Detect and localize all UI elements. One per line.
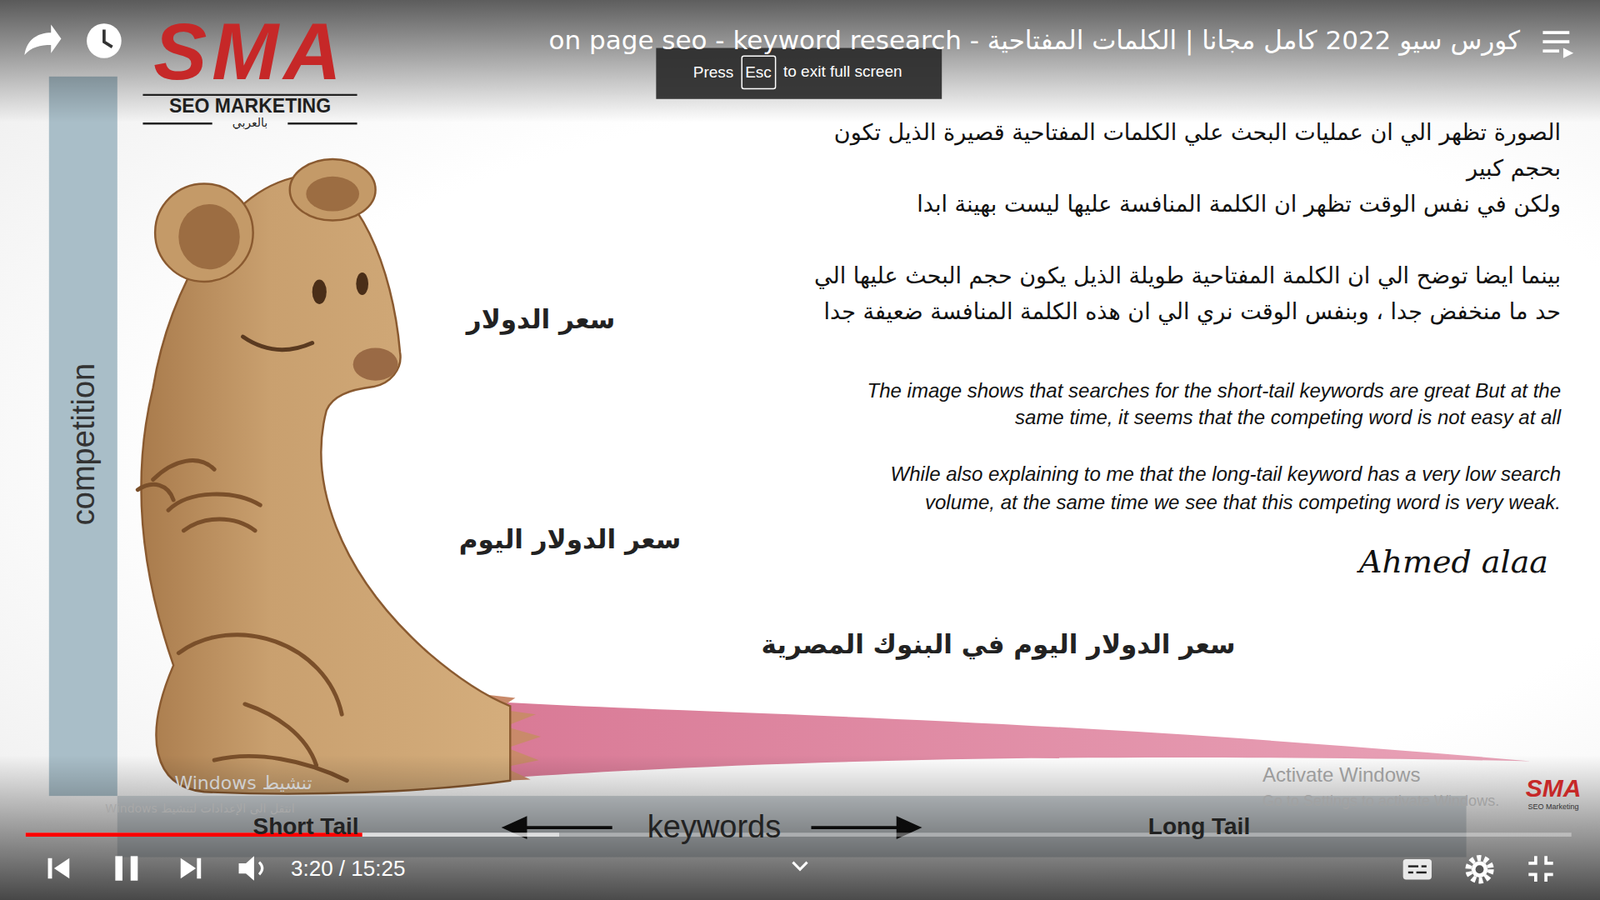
logo-rule — [142, 122, 212, 125]
settings-icon — [1471, 860, 1489, 878]
mouse-ear — [155, 183, 254, 282]
axis-end-label: Short Tail — [252, 813, 359, 840]
key-outline — [741, 55, 775, 89]
axis-end-label: Long Tail — [1148, 813, 1250, 840]
arabic-note: بينما ايضا توضح الي ان الكلمة المفتاحية … — [785, 257, 1561, 330]
arabic-note: الصورة تظهر الي ان عمليات البحث علي الكل… — [785, 114, 1561, 186]
mouse-smile — [242, 336, 312, 350]
bottom-shade — [0, 755, 1600, 900]
keywords-axis: Short Tail keywords Long Tail — [117, 795, 1467, 857]
captions-icon — [1408, 866, 1427, 873]
axis-band — [49, 76, 118, 796]
toast-text: Press — [693, 63, 735, 82]
keyword-label: سعر الدولار — [466, 304, 615, 335]
settings-icon — [1468, 858, 1491, 881]
captions-icon — [1403, 859, 1432, 880]
settings-icon — [1475, 865, 1485, 874]
english-note: While also explaining to me that the lon… — [819, 460, 1561, 517]
time-display: 3:20 / 15:25 — [290, 855, 405, 882]
logo-rule — [287, 122, 357, 125]
key-label: Esc — [745, 63, 772, 82]
toast-box — [655, 48, 942, 100]
share-icon — [24, 24, 61, 55]
video-title: كورس سيو 2022 كامل مجانا | الكلمات المفت… — [549, 23, 1520, 57]
chevron-icon — [792, 862, 807, 870]
mouse-body — [140, 175, 510, 795]
logo-mark: SMA — [153, 11, 346, 92]
english-note: The image shows that searches for the sh… — [835, 377, 1561, 431]
mouse-ear — [290, 159, 376, 220]
mouse-ear — [178, 204, 240, 270]
mouse-nose — [353, 348, 399, 381]
corner-logo: SMA — [1525, 775, 1582, 801]
watch-later-icon — [86, 23, 122, 59]
corner-logo: SEO Marketing — [1527, 802, 1579, 811]
keyword-label: سعر الدولار اليوم — [459, 524, 681, 555]
mouse-paws — [137, 460, 347, 781]
competition-axis: competition — [49, 76, 118, 796]
axis-label: keywords — [647, 809, 782, 845]
keyword-label: سعر الدولار اليوم في البنوك المصرية — [760, 629, 1235, 660]
watermark: Go to Settings to activate Windows. — [1262, 792, 1500, 810]
mouse-eye — [355, 272, 369, 295]
logo-tagline: بالعربي — [232, 115, 268, 130]
logo-subtitle: SEO MARKETING — [169, 95, 331, 118]
mouse-eye — [312, 280, 327, 305]
mouse-ear — [305, 176, 360, 212]
playlist-icon — [1542, 32, 1570, 51]
author-signature: Ahmed alaa — [1359, 543, 1549, 580]
playlist-icon — [1563, 48, 1574, 59]
watermark: Activate Windows — [1262, 763, 1420, 787]
toast-text: to exit full screen — [783, 62, 903, 81]
player-controls — [48, 855, 263, 880]
top-shade — [0, 0, 1600, 123]
watermark: انتقل الى الإعدادات لتنشيط Windows — [105, 801, 295, 815]
arabic-note: ولكن في نفس الوقت تظهر ان الكلمة المنافس… — [785, 185, 1561, 222]
watermark: تنشيط Windows — [174, 772, 312, 794]
exit-fullscreen-icon — [1528, 855, 1553, 882]
watch-later-icon — [104, 30, 113, 48]
axis-label: competition — [65, 363, 102, 525]
